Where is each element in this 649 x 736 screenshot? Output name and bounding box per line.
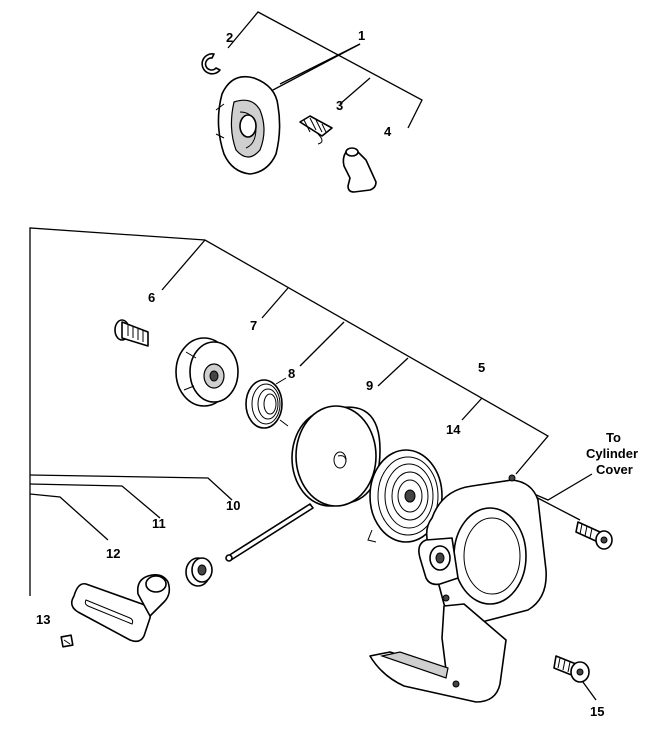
coil-spring-part xyxy=(245,377,289,429)
callout-11: 11 xyxy=(152,516,166,531)
ratchet-housing-part xyxy=(215,75,281,175)
note-line-2: Cylinder xyxy=(586,446,638,461)
callout-7: 7 xyxy=(250,318,257,333)
pulley-hub-part xyxy=(175,337,239,407)
note-line-3: Cover xyxy=(596,462,633,477)
callout-8: 8 xyxy=(288,366,295,381)
callout-6: 6 xyxy=(148,290,155,305)
leader-lines-main xyxy=(29,227,597,701)
callout-4: 4 xyxy=(384,124,392,139)
e-clip-part xyxy=(201,53,221,75)
leader-lines-top xyxy=(227,11,423,129)
pawl-part xyxy=(342,147,377,193)
starter-handle-part xyxy=(70,574,171,643)
callout-9: 9 xyxy=(366,378,373,393)
callout-3: 3 xyxy=(336,98,343,113)
callout-5: 5 xyxy=(478,360,485,375)
grommet-part xyxy=(185,557,213,587)
starter-housing-part xyxy=(369,474,547,703)
callout-15: 15 xyxy=(590,704,604,719)
cylinder-cover-note: To Cylinder Cover xyxy=(586,430,638,477)
pawl-spring-part xyxy=(299,115,333,145)
starter-rope-part xyxy=(225,503,314,562)
small-clip-part xyxy=(60,634,74,648)
callout-10: 10 xyxy=(226,498,240,513)
note-line-1: To xyxy=(606,430,621,445)
screw-part xyxy=(114,319,149,347)
callout-numbers: 2 1 3 4 6 7 8 9 5 14 10 11 12 13 15 xyxy=(36,28,604,719)
callout-2: 2 xyxy=(226,30,233,45)
callout-1: 1 xyxy=(358,28,365,43)
rope-pulley-part xyxy=(291,405,381,507)
callout-14: 14 xyxy=(446,422,461,437)
callout-13: 13 xyxy=(36,612,50,627)
bolt-part xyxy=(553,655,590,683)
recoil-spring-part xyxy=(367,449,443,543)
cover-bolt-part xyxy=(575,521,613,550)
callout-12: 12 xyxy=(106,546,120,561)
